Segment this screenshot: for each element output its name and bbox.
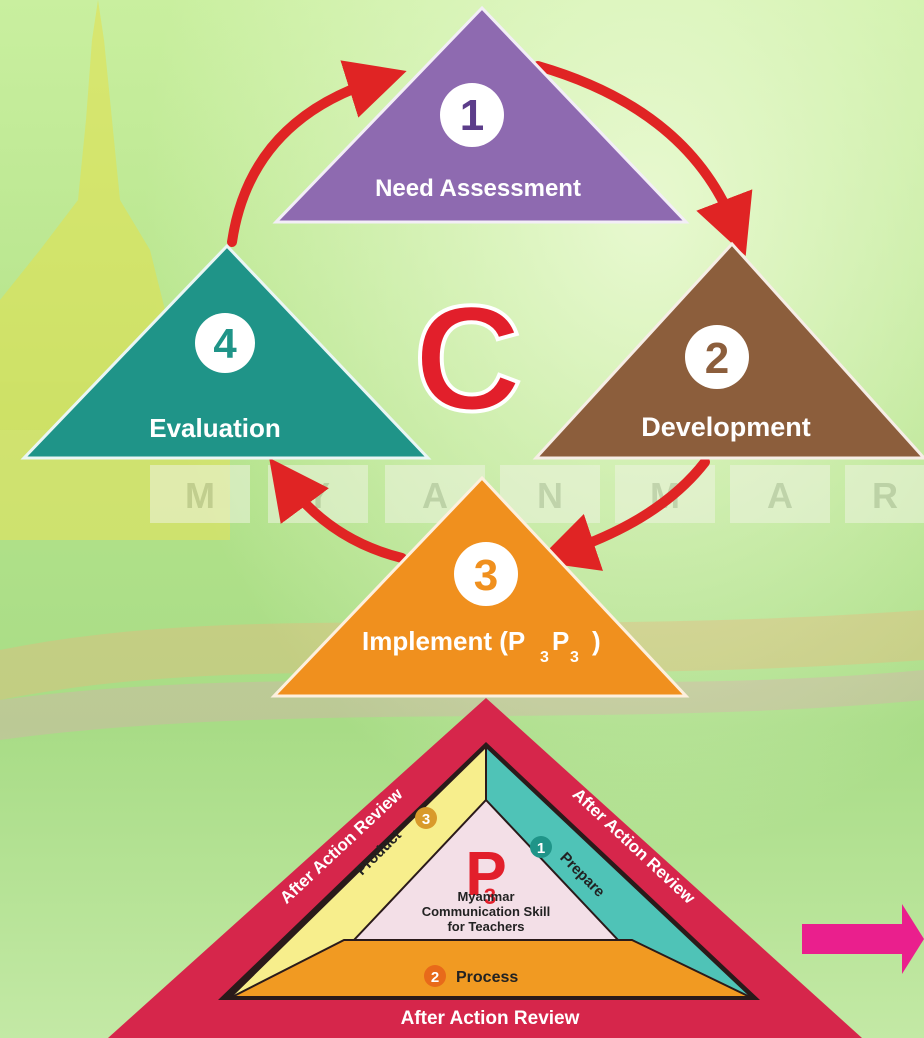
swoosh-band [0, 670, 924, 740]
product-number: 3 [422, 811, 430, 828]
step-number: 4 [213, 320, 237, 367]
step-implement: 3 Implement (P 3 P 3 ) [270, 475, 690, 698]
step-label-main: Implement (P [362, 626, 525, 656]
process-label: Process [456, 969, 518, 986]
p3-center-line: for Teachers [447, 919, 524, 934]
prepare-number-badge [530, 836, 552, 858]
p3-center-line: Communication Skill [422, 904, 551, 919]
watermark-letter: M [185, 475, 215, 516]
step-label-sub: 3 [570, 649, 579, 666]
pink-arrow-icon [802, 904, 924, 974]
review-label-bottom: After Action Review [401, 1008, 580, 1029]
p3-center-line: Myanmar [457, 889, 514, 904]
watermark-letter: A [767, 475, 793, 516]
step-number: 3 [474, 551, 498, 600]
step-number: 1 [460, 91, 484, 140]
watermark-letters: M Y A N M A R [150, 465, 924, 523]
step-number-badge [685, 325, 749, 389]
p3-big-sub: 3 [484, 884, 496, 909]
product-number-badge [415, 807, 437, 829]
step-label-close: ) [592, 626, 601, 656]
step-number-badge [454, 542, 518, 606]
arrow-implement-to-evaluation [269, 457, 407, 563]
step-development: 2 Development [532, 241, 924, 460]
watermark-letter: A [422, 475, 448, 516]
step-label: Development [641, 412, 811, 442]
center-letter-c: C [414, 274, 522, 442]
step-number-badge [195, 313, 255, 373]
watermark-letter: N [537, 475, 563, 516]
step-label: Evaluation [149, 413, 280, 443]
cycle-arrows [227, 60, 753, 571]
step-label-sub: 3 [540, 649, 549, 666]
step-evaluation: 4 Evaluation [20, 243, 432, 460]
p3-pyramid: P 3 Myanmar Communication Skill for Teac… [108, 698, 862, 1038]
p3-big-letter: P [465, 840, 506, 909]
process-number-badge [424, 965, 446, 987]
arrow-development-to-implement [536, 457, 710, 571]
watermark-letter: R [872, 475, 898, 516]
step-label-mid: P [552, 626, 569, 656]
process-number: 2 [431, 969, 439, 986]
step-number: 2 [705, 334, 729, 383]
step-label: Need Assessment [375, 175, 581, 202]
prepare-number: 1 [537, 840, 545, 857]
step-need-assessment: 1 Need Assessment [272, 5, 690, 224]
p3-center [351, 798, 621, 941]
arrow-evaluation-to-need [227, 60, 407, 247]
step-number-badge [440, 83, 504, 147]
arrow-need-to-development [533, 61, 753, 257]
